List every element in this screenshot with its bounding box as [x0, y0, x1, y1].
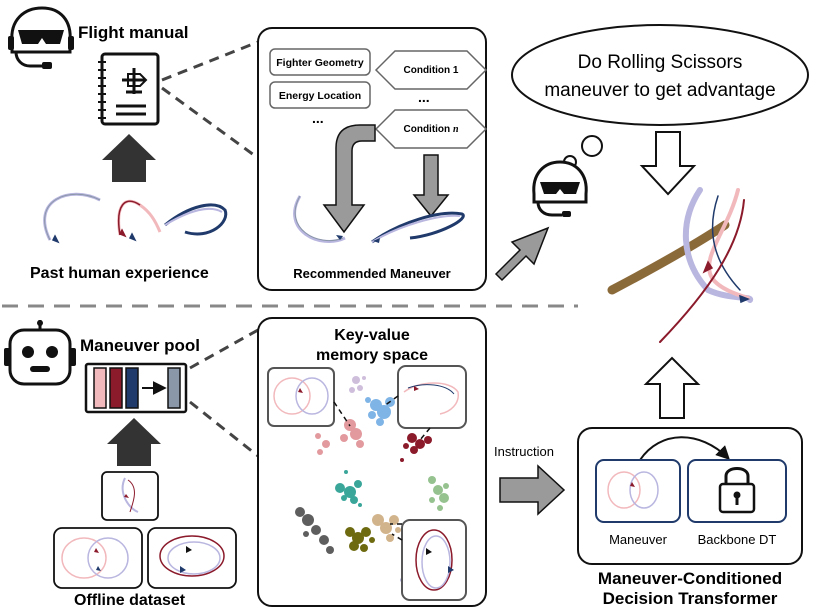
ellipsis-left: ... [312, 110, 324, 126]
pool-slot-slate [167, 367, 181, 409]
energy-location-label: Energy Location [279, 90, 361, 102]
down-arrow-gray-panel [412, 154, 450, 218]
condition-1-diamond [374, 50, 488, 90]
instruction-label: Instruction [494, 444, 554, 459]
dt-curved-arrow [639, 436, 730, 461]
past-experience-label: Past human experience [30, 265, 209, 282]
dataset-trajectory-right [159, 535, 225, 577]
offline-dataset-label: Offline dataset [74, 592, 186, 608]
memory-inset-top-left [267, 367, 335, 427]
robot-icon [4, 320, 76, 386]
memory-clusters [295, 376, 449, 582]
pilot-helmet-icon [532, 160, 588, 217]
past-experience-trajectories [43, 192, 228, 244]
dataset-box-top [101, 471, 159, 521]
inset-pointers [333, 395, 431, 541]
result-trajectories [607, 187, 754, 343]
down-arrow-white [639, 131, 697, 196]
memory-inset-bottom-right [401, 519, 467, 601]
thought-dot-large [581, 135, 603, 157]
dt-title-line-1: Maneuver-Conditioned [598, 569, 782, 588]
up-arrow-white [643, 356, 701, 419]
recommended-maneuver-caption: Recommended Maneuver [293, 266, 451, 281]
fighter-geometry-box [269, 48, 371, 76]
pool-slot-crimson [109, 367, 123, 409]
memory-title-line-2: memory space [316, 347, 428, 364]
dataset-trajectory-left [61, 537, 129, 579]
instruction-arrow [499, 464, 566, 516]
thought-line-1: Do Rolling Scissors [578, 52, 743, 73]
dt-maneuver-trajectory [607, 471, 659, 509]
condition-n-prefix: Condition [404, 124, 453, 135]
dataset-trajectory-top [121, 477, 139, 513]
ellipsis-center: ... [418, 89, 430, 105]
up-arrow-dark-bottom [107, 418, 161, 466]
dashed-connector-top-2 [161, 86, 259, 160]
lock-icon [718, 467, 756, 514]
up-arrow-dark-top [102, 134, 156, 182]
inset-trajectory-bottom-right [415, 529, 454, 591]
energy-location-box [269, 81, 371, 109]
condition-n-label: Condition n [404, 124, 459, 135]
condition-n-diamond [374, 109, 488, 149]
flight-manual-label: Flight manual [78, 23, 189, 42]
dashed-connector-top-1 [161, 40, 259, 82]
pilot-helmet-icon [8, 6, 74, 69]
inset-trajectory-top-left [273, 377, 329, 415]
dataset-box-right [147, 527, 237, 589]
dt-title-line-2: Decision Transformer [603, 589, 778, 608]
dashed-connector-bottom-2 [189, 400, 259, 458]
thought-line-2: maneuver to get advantage [544, 80, 775, 101]
condition-1-label: Condition 1 [404, 65, 459, 76]
pool-slot-pink [93, 367, 107, 409]
flight-manual-icon [98, 52, 160, 126]
recommended-maneuver-trajectories [293, 195, 465, 244]
dashed-connector-bottom-1 [189, 328, 259, 370]
condition-n-variable: n [453, 124, 459, 135]
maneuver-pool-label: Maneuver pool [80, 336, 200, 355]
fighter-geometry-label: Fighter Geometry [276, 57, 364, 69]
bent-arrow-gray [322, 124, 376, 234]
dt-backbone-label: Backbone DT [698, 532, 777, 547]
pool-slot-navy [125, 367, 139, 409]
dt-maneuver-label: Maneuver [609, 532, 667, 547]
dataset-box-left [53, 527, 143, 589]
inset-trajectory-top-right [403, 382, 459, 415]
thought-bubble [511, 24, 809, 126]
memory-title-line-1: Key-value [334, 327, 410, 344]
memory-inset-top-right [397, 365, 467, 429]
diagonal-arrow-gray [494, 226, 550, 282]
